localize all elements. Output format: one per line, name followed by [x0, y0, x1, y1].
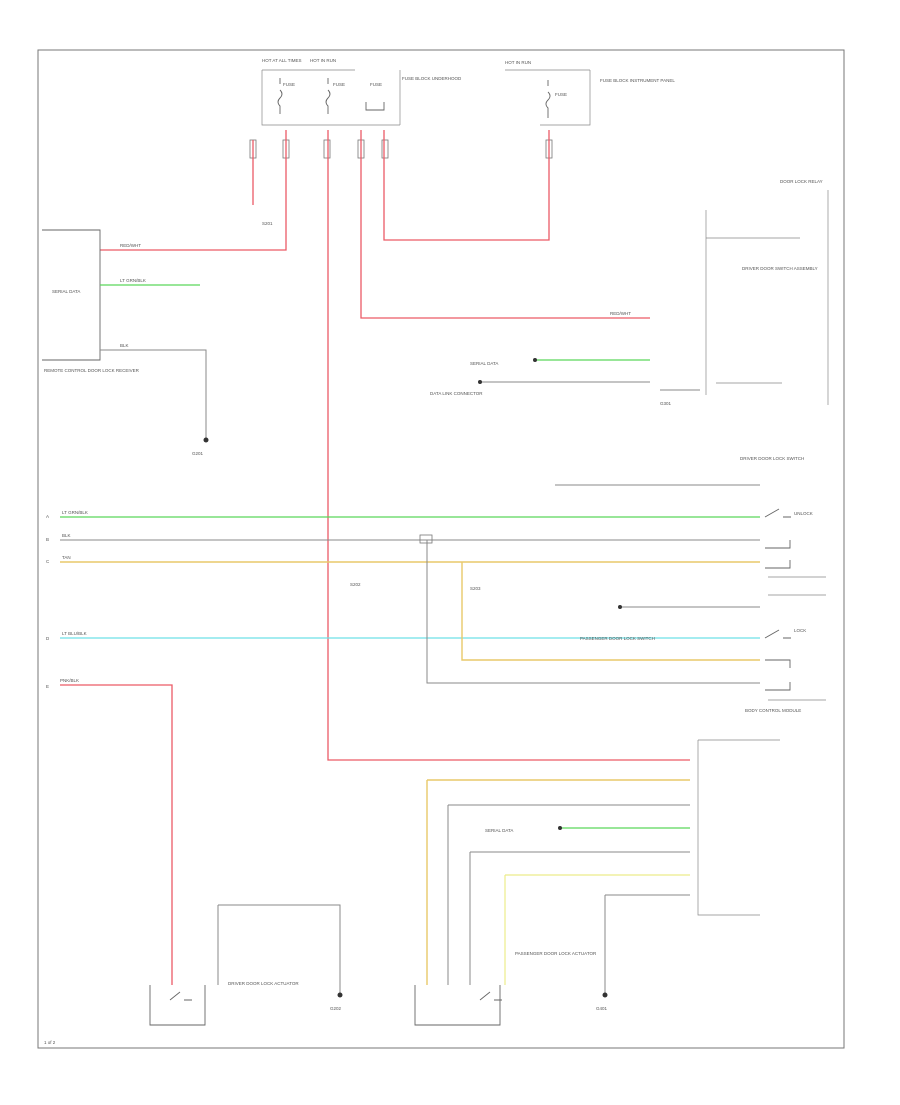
switch-icon — [765, 659, 791, 668]
ground-label-g4: G401 — [596, 1006, 608, 1011]
splice-label-s2: S202 — [350, 582, 361, 587]
red-wire-door-module — [360, 130, 650, 319]
wire-label-lt-grn: LT GRN/BLK — [120, 278, 146, 283]
switch-icon — [765, 560, 791, 569]
gray-wire-splice — [426, 540, 760, 684]
switch-icon — [765, 682, 791, 691]
bus-label-blk: BLK — [62, 533, 71, 538]
connector-e: E — [46, 684, 49, 689]
data-link-label: DATA LINK CONNECTOR — [430, 391, 483, 396]
driver-lock-actuator: DRIVER DOOR LOCK ACTUATOR — [149, 981, 299, 1026]
bcm-serial-label: SERIAL DATA — [485, 828, 513, 833]
pass-module-label: PASSENGER DOOR LOCK SWITCH — [580, 636, 655, 641]
ground-point — [203, 437, 209, 443]
fuse-right-icon — [545, 80, 551, 118]
fuse-c-label: FUSE — [370, 82, 382, 87]
underhood-fuse-block: HOT AT ALL TIMES HOT IN RUN FUSE FUSE FU… — [261, 58, 462, 126]
fuse-block-outline — [261, 70, 400, 126]
unlock-label: UNLOCK — [794, 511, 813, 516]
wire-label-blk: BLK — [120, 343, 129, 348]
ground-point — [337, 992, 343, 998]
ip-block-outline — [540, 70, 591, 126]
fuse-block-ip-label: HOT IN RUN — [505, 60, 531, 65]
splice-dot — [478, 380, 482, 384]
pass-actuator-label: PASSENGER DOOR LOCK ACTUATOR — [515, 951, 597, 956]
switch-icon — [765, 540, 791, 549]
splice-dot — [618, 605, 622, 609]
page-number: 1 of 2 — [44, 1040, 56, 1045]
fuse-a-icon — [277, 78, 283, 114]
red-wire-ip-loop — [383, 130, 550, 241]
door-lock-switch-label: DRIVER DOOR LOCK SWITCH — [740, 456, 804, 461]
door-lock-relay-label: DOOR LOCK RELAY — [780, 179, 823, 184]
actuator-box — [149, 985, 206, 1026]
connector-c: C — [46, 559, 50, 564]
connector-a: A — [46, 514, 49, 519]
fuse-right-label: FUSE — [555, 92, 567, 97]
hot-in-run-label: HOT IN RUN — [310, 58, 336, 63]
wire-label-red-wht-2: RED/WHT — [610, 311, 631, 316]
lock-label: LOCK — [794, 628, 806, 633]
actuator-box — [414, 985, 501, 1026]
fuse-b-label: FUSE — [333, 82, 345, 87]
left-connector-labels: A B C D E — [46, 514, 50, 689]
switch-icon — [764, 508, 791, 518]
ground-wire-rcdlr — [100, 349, 207, 440]
rcdlr-module: SERIAL DATA REMOTE CONTROL DOOR LOCK REC… — [42, 229, 140, 373]
pink-wire-left — [60, 684, 173, 985]
splice-label: S201 — [262, 221, 273, 226]
driver-door-module: DRIVER DOOR SWITCH ASSEMBLY DOOR LOCK RE… — [705, 179, 829, 405]
ground-label-g2: G202 — [330, 1006, 342, 1011]
red-wire-rcdlr-power — [100, 130, 287, 251]
ground-label-g3: G301 — [660, 401, 672, 406]
splice-label-s3: S203 — [470, 586, 481, 591]
connector-d: D — [46, 636, 50, 641]
door-module-label: DRIVER DOOR SWITCH ASSEMBLY — [742, 266, 818, 271]
bcm-box — [697, 740, 760, 916]
bus-label-lt-grn: LT GRN/BLK — [62, 510, 88, 515]
serial-data-note: SERIAL DATA — [470, 361, 498, 366]
instrument-panel-fuse-block: HOT IN RUN FUSE FUSE BLOCK INSTRUMENT PA… — [505, 60, 675, 126]
splice-dot — [533, 358, 537, 362]
rcdlr-label: REMOTE CONTROL DOOR LOCK RECEIVER — [44, 368, 140, 373]
diagram-frame — [37, 49, 845, 1049]
bus-label-tan: TAN — [62, 555, 71, 560]
connector-b: B — [46, 537, 49, 542]
bcm-module: BODY CONTROL MODULE — [697, 708, 801, 916]
splice-box — [419, 534, 433, 544]
right-switches: UNLOCK LOCK — [764, 508, 826, 701]
red-wire-bcm-power — [327, 130, 690, 761]
passenger-lock-actuator: PASSENGER DOOR LOCK ACTUATOR — [414, 951, 597, 1026]
connector-pin — [381, 139, 389, 159]
fuse-a-label: FUSE — [283, 82, 295, 87]
gray-wire-actuator — [218, 904, 341, 995]
fuse-b-icon — [325, 78, 331, 114]
actuator-switch-icon — [479, 991, 502, 1001]
wire-label-red-wht: RED/WHT — [120, 243, 141, 248]
rcdlr-box — [42, 229, 101, 361]
wire-label-pnk-blk: PNK/BLK — [60, 678, 79, 683]
ground-label-g1: G201 — [192, 451, 204, 456]
driver-actuator-label: DRIVER DOOR LOCK ACTUATOR — [228, 981, 299, 986]
relay-contact-icon — [365, 102, 385, 111]
switch-icon — [764, 629, 791, 639]
ip-block-label: FUSE BLOCK INSTRUMENT PANEL — [600, 78, 675, 83]
ground-point — [602, 992, 608, 998]
actuator-switch-icon — [169, 991, 192, 1001]
hot-at-all-times-label: HOT AT ALL TIMES — [262, 58, 302, 63]
top-connector-pins — [249, 139, 553, 159]
bus-label-lt-blu: LT BLU/BLK — [62, 631, 87, 636]
serial-data-label: SERIAL DATA — [52, 289, 80, 294]
bcm-label: BODY CONTROL MODULE — [745, 708, 801, 713]
fuse-block-label: FUSE BLOCK UNDERHOOD — [402, 76, 462, 81]
tan-wire-drop — [461, 562, 760, 661]
splice-dot — [558, 826, 562, 830]
connector-pin — [323, 139, 331, 159]
